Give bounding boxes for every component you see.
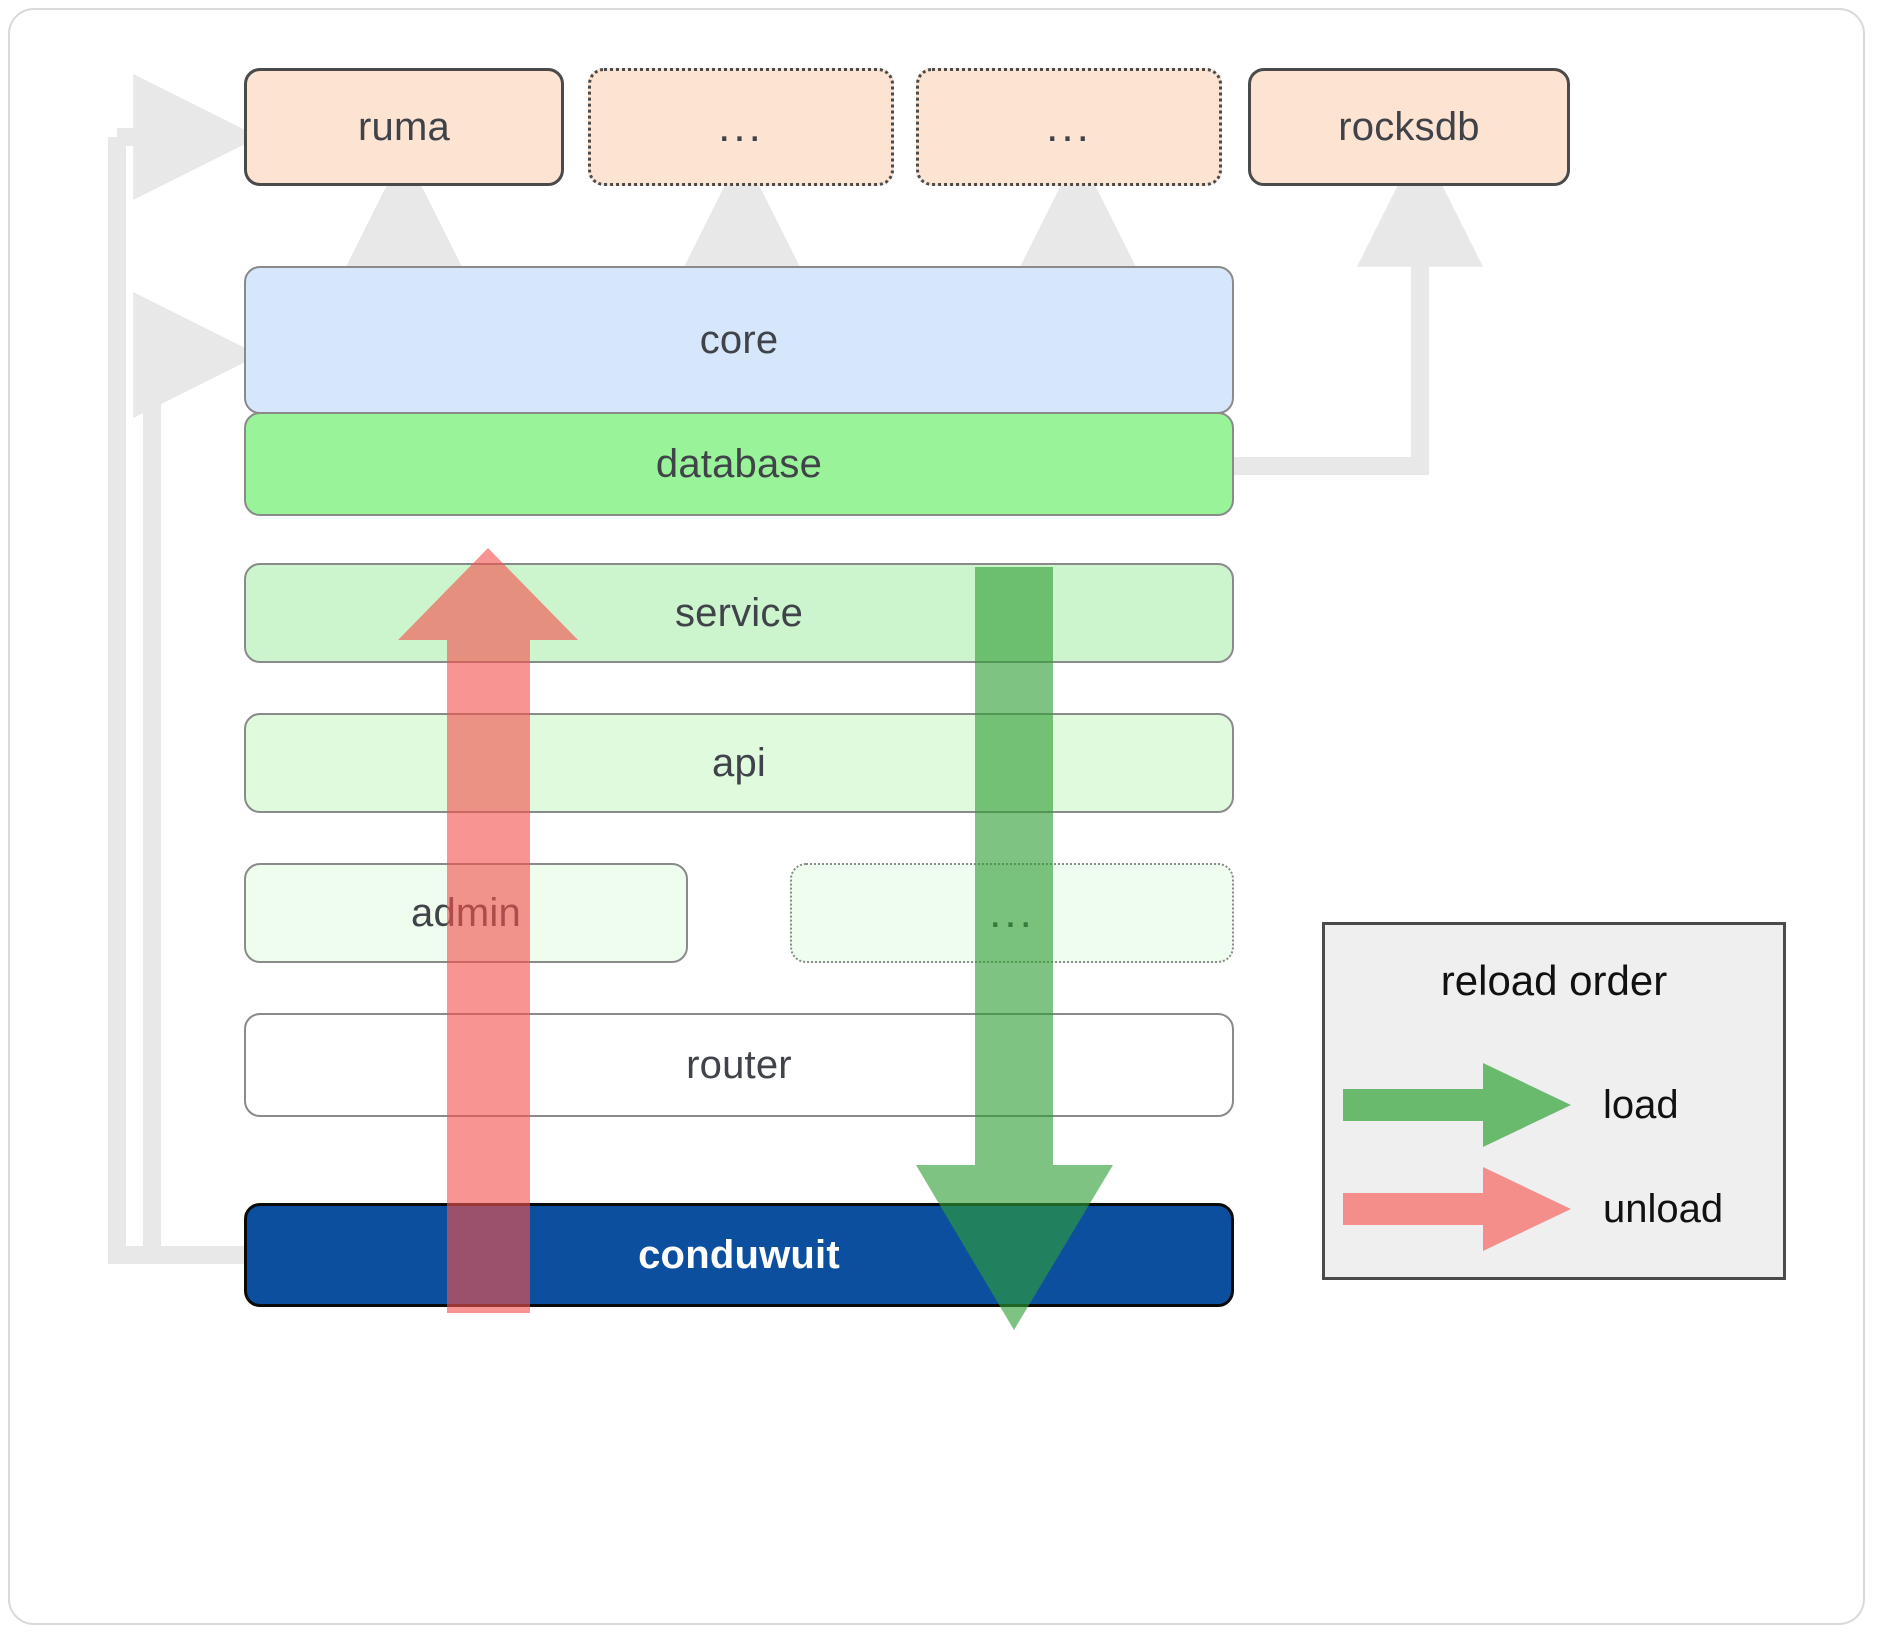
legend-row-unload: unload — [1325, 1161, 1783, 1257]
legend-arrow-unload-icon — [1343, 1167, 1571, 1251]
layer-box-database[interactable]: database — [244, 412, 1234, 516]
layer-label-ellipsis: ... — [989, 888, 1035, 938]
root-label-conduwuit: conduwuit — [638, 1232, 840, 1277]
legend-title: reload order — [1440, 957, 1668, 1004]
layer-label-admin: admin — [411, 890, 521, 935]
diagram-outer-panel — [8, 8, 1865, 1625]
layer-label-database: database — [655, 441, 823, 486]
layer-box-ellipsis[interactable]: ... — [790, 863, 1234, 963]
dependency-label-ellipsis-2: ... — [1046, 102, 1092, 152]
layer-label-router: router — [686, 1042, 792, 1087]
layer-box-service[interactable]: service — [244, 563, 1234, 663]
dependency-box-rocksdb[interactable]: rocksdb — [1248, 68, 1570, 186]
legend-label-load: load — [1603, 1082, 1679, 1127]
dependency-box-ruma[interactable]: ruma — [244, 68, 564, 186]
legend-row-load: load — [1325, 1057, 1783, 1153]
dependency-box-ellipsis-1[interactable]: ... — [588, 68, 894, 186]
legend-panel: reload order load unload — [1322, 922, 1786, 1280]
layer-label-service: service — [674, 590, 804, 635]
dependency-label-rocksdb: rocksdb — [1338, 104, 1480, 149]
layer-box-admin[interactable]: admin — [244, 863, 688, 963]
layer-label-api: api — [712, 740, 766, 785]
legend-arrow-load-icon — [1343, 1063, 1571, 1147]
dependency-label-ellipsis-1: ... — [718, 102, 764, 152]
legend-label-unload: unload — [1603, 1186, 1724, 1231]
layer-label-core: core — [699, 317, 779, 362]
layer-box-core[interactable]: core — [244, 266, 1234, 414]
layer-box-api[interactable]: api — [244, 713, 1234, 813]
root-box-conduwuit[interactable]: conduwuit — [244, 1203, 1234, 1307]
dependency-label-ruma: ruma — [358, 104, 450, 149]
layer-box-router[interactable]: router — [244, 1013, 1234, 1117]
dependency-box-ellipsis-2[interactable]: ... — [916, 68, 1222, 186]
